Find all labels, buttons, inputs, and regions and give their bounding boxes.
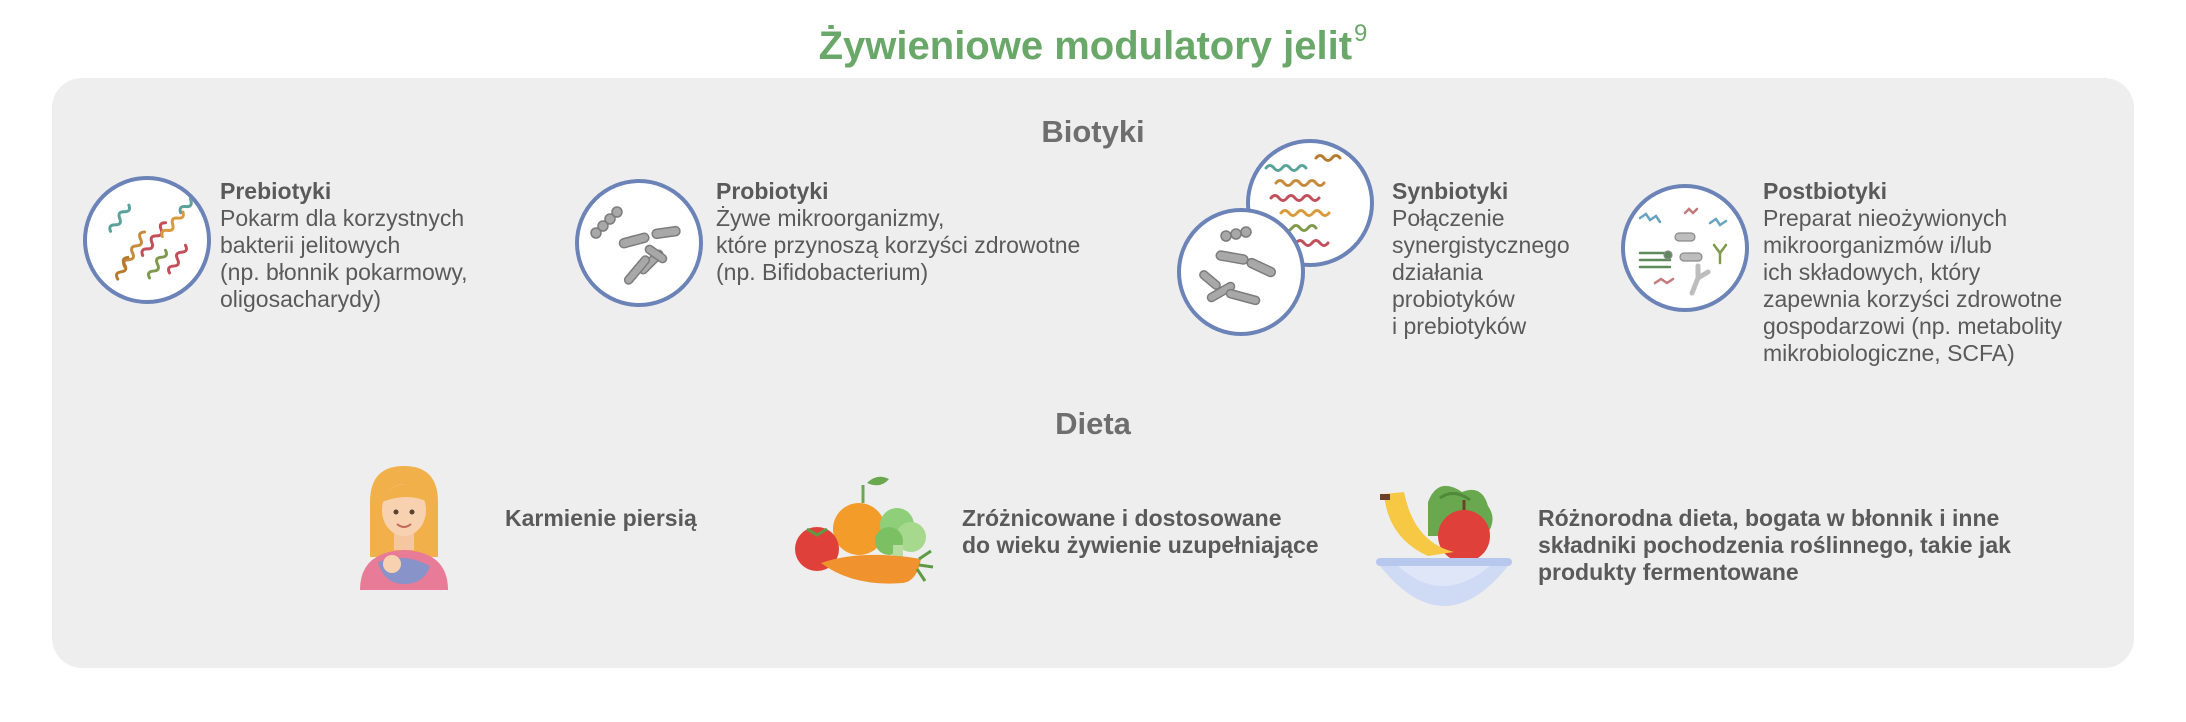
diet-item-line: Karmienie piersią xyxy=(505,505,697,531)
synbiotics-desc-line: synergistycznego xyxy=(1392,232,1570,258)
synbiotics-desc-line: Połączenie xyxy=(1392,205,1505,231)
diet-heading: Dieta xyxy=(1055,406,1131,441)
postbiotics-desc-line: Preparat nieożywionych xyxy=(1763,205,2008,231)
synbiotics-desc-line: działania xyxy=(1392,259,1483,285)
page-title-footnote: 9 xyxy=(1354,20,1368,47)
prebiotics-item: Prebiotyki Pokarm dla korzystnych bakter… xyxy=(220,178,468,313)
postbiotics-desc-line: zapewnia korzyści zdrowotne xyxy=(1763,286,2063,312)
prebiotics-desc-line: bakterii jelitowych xyxy=(220,232,401,258)
diet-item-line: do wieku żywienie uzupełniające xyxy=(962,532,1319,558)
diet-item-line: Zróżnicowane i dostosowane xyxy=(962,505,1282,531)
prebiotics-desc-line: Pokarm dla korzystnych xyxy=(220,205,465,231)
page-title-text: Żywieniowe modulatory jelit xyxy=(818,24,1353,68)
postbiotics-desc-line: ich składowych, który xyxy=(1763,259,1981,285)
synbiotic-bacteria-icon xyxy=(1177,139,1374,336)
synbiotics-name: Synbiotyki xyxy=(1392,178,1509,204)
diet-item-complementary-feeding: Zróżnicowane i dostosowane do wieku żywi… xyxy=(962,505,1319,559)
prebiotics-desc-line: (np. błonnik pokarmowy, xyxy=(220,259,468,285)
postbiotics-desc-line: mikrobiologiczne, SCFA) xyxy=(1763,340,2015,366)
synbiotics-desc-line: i prebiotyków xyxy=(1392,313,1527,339)
diet-item-line: produkty fermentowane xyxy=(1538,559,1799,585)
synbiotics-desc-line: probiotyków xyxy=(1392,286,1515,312)
postbiotics-item: Postbiotyki Preparat nieożywionych mikro… xyxy=(1763,178,2062,367)
diet-item-varied-diet: Różnorodna dieta, bogata w błonnik i inn… xyxy=(1538,505,2011,586)
page-title: Żywieniowe modulatory jelit9 xyxy=(0,20,2186,69)
probiotics-desc-line: Żywe mikroorganizmy, xyxy=(716,205,945,231)
biotics-heading: Biotyki xyxy=(1041,114,1145,149)
probiotics-item: Probiotyki Żywe mikroorganizmy, które pr… xyxy=(716,178,1080,286)
postbiotics-desc-line: mikroorganizmów i/lub xyxy=(1763,232,1992,258)
probiotic-bacteria-icon xyxy=(575,179,703,307)
prebiotics-desc-line: oligosacharydy) xyxy=(220,286,382,312)
postbiotics-desc-line: gospodarzowi (np. metabolity xyxy=(1763,313,2063,339)
prebiotic-bacteria-icon xyxy=(83,176,211,304)
probiotics-desc-line: które przynoszą korzyści zdrowotne xyxy=(716,232,1081,258)
vegetables-icon xyxy=(795,476,934,584)
probiotics-name: Probiotyki xyxy=(716,178,829,204)
breastfeeding-mother-icon xyxy=(360,466,448,590)
diet-item-line: składniki pochodzenia roślinnego, takie … xyxy=(1538,532,2011,558)
postbiotic-bacteria-icon xyxy=(1621,184,1749,312)
synbiotics-item: Synbiotyki Połączenie synergistycznego d… xyxy=(1392,178,1570,340)
prebiotics-name: Prebiotyki xyxy=(220,178,332,204)
probiotics-desc-line: (np. Bifidobacterium) xyxy=(716,259,929,285)
postbiotics-name: Postbiotyki xyxy=(1763,178,1887,204)
diet-item-breastfeeding: Karmienie piersią xyxy=(505,505,697,532)
diet-item-line: Różnorodna dieta, bogata w błonnik i inn… xyxy=(1538,505,2000,531)
fruit-bowl-icon xyxy=(1376,485,1512,606)
